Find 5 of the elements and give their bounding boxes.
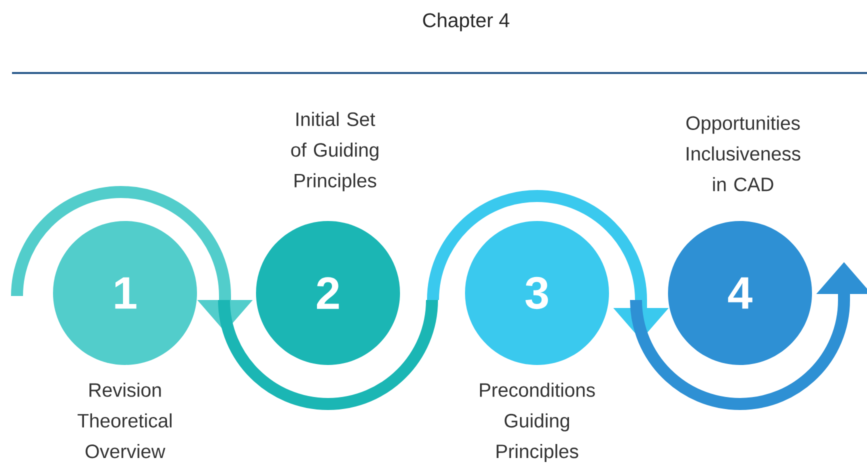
step-label: Revision Theoretical Overview (78, 382, 172, 458)
step-label: Initial Set of Guiding Principles (291, 112, 378, 192)
step-label: Preconditions Guiding Principles (480, 382, 595, 462)
step-label: Opportunities Inclusiveness in CAD (686, 116, 800, 192)
title: Chapter 4 (423, 12, 510, 32)
